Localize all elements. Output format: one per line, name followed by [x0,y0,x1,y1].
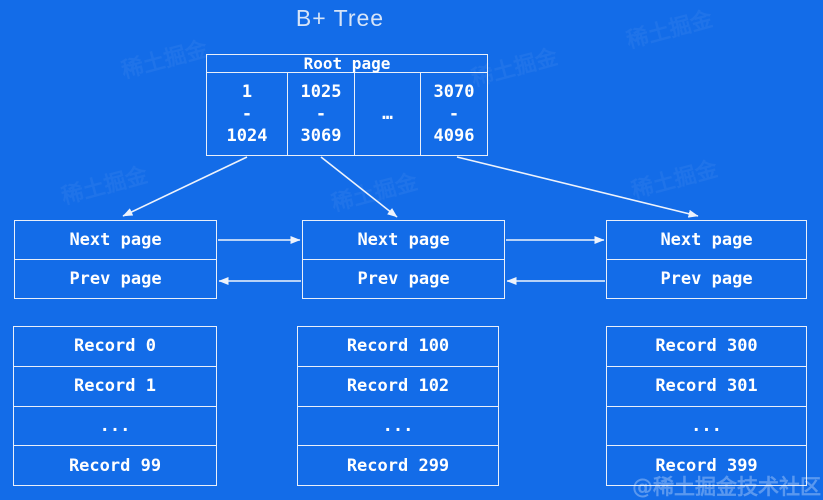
leaf-page-node-left: Next page Prev page [14,220,217,299]
record-row: Record 102 [298,365,498,406]
next-page-row: Next page [660,230,753,250]
record-row: Record 100 [346,336,450,357]
cell-line: - [448,104,460,124]
next-page-row: Next page [69,230,162,250]
record-row: Record 399 [607,445,806,485]
cell-line: - [315,104,327,124]
background-watermark: 稀土掘金 [118,36,211,84]
cell-line: 3070 [433,82,475,102]
cell-line: 1024 [226,126,268,146]
cell-line: 4096 [433,126,475,146]
cell-line: … [382,103,393,124]
prev-page-row: Prev page [607,259,806,298]
record-row-ellipsis: ... [607,405,806,446]
record-list-node-right: Record 300 Record 301 ... Record 399 [606,326,807,486]
record-row: Record 99 [14,445,216,485]
root-page-cells: 1 - 1024 1025 - 3069 … 3070 - 4096 [207,73,487,155]
leaf-page-node-right: Next page Prev page [606,220,807,299]
record-row: Record 299 [298,445,498,485]
record-row: Record 300 [655,336,758,357]
root-page-cell: 1025 - 3069 [287,73,354,155]
next-page-row: Next page [357,230,450,250]
record-list-node-left: Record 0 Record 1 ... Record 99 [13,326,217,486]
prev-page-row: Prev page [15,259,216,298]
leaf-page-node-middle: Next page Prev page [302,220,505,299]
record-row: Record 1 [14,365,216,406]
prev-page-row: Prev page [303,259,504,298]
root-page-cell-ellipsis: … [354,73,420,155]
cell-line: - [241,104,253,124]
cell-line: 1 [241,82,253,102]
record-row: Record 301 [607,365,806,406]
record-list-node-middle: Record 100 Record 102 ... Record 299 [297,326,499,486]
cell-line: 3069 [300,126,342,146]
record-row-ellipsis: ... [298,405,498,446]
background-watermark: 稀土掘金 [328,169,421,217]
root-page-cell: 3070 - 4096 [420,73,487,155]
background-watermark: 稀土掘金 [628,156,721,204]
root-page-cell: 1 - 1024 [207,73,287,155]
watermark-text: @稀土掘金技术社区 [632,475,821,499]
background-watermark: 稀土掘金 [58,162,151,210]
root-page-node: Root page 1 - 1024 1025 - 3069 … 3070 - … [206,54,488,156]
record-row: Record 0 [74,336,156,357]
diagram-title: B+ Tree [295,5,385,31]
record-row-ellipsis: ... [14,405,216,446]
cell-line: 1025 [300,82,342,102]
root-page-header: Root page [207,54,487,73]
background-watermark: 稀土掘金 [623,6,716,54]
